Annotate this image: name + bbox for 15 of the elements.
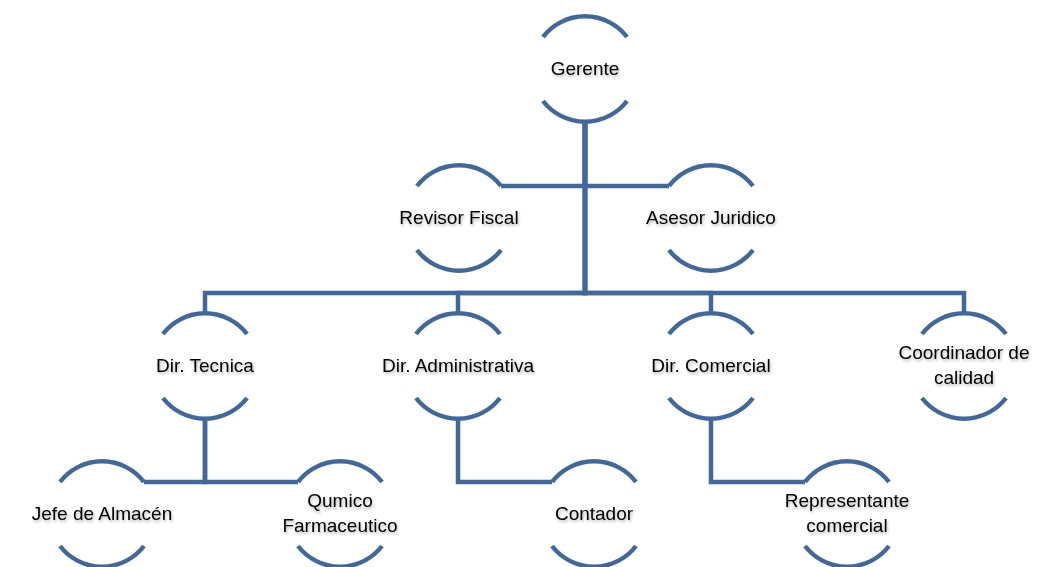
connector-line: [582, 122, 967, 313]
node-label: Qumico Farmaceutico: [281, 489, 399, 538]
node-label: Dir. Comercial: [651, 353, 771, 378]
node-label: Representante comercial: [783, 489, 911, 538]
node-label: Asesor Juridico: [646, 205, 776, 230]
node-label: Contador: [554, 501, 634, 526]
connector-line: [708, 419, 805, 485]
connector-line: [202, 419, 298, 485]
node-label: Revisor Fiscal: [399, 205, 519, 230]
node-label: Dir. Administrativa: [381, 353, 534, 378]
node-label: Coordinador de calidad: [897, 341, 1031, 390]
node-label: Jefe de Almacén: [31, 501, 173, 526]
connector-line: [455, 419, 552, 485]
node-label: Gerente: [550, 56, 620, 81]
node-label: Dir. Tecnica: [156, 353, 254, 378]
